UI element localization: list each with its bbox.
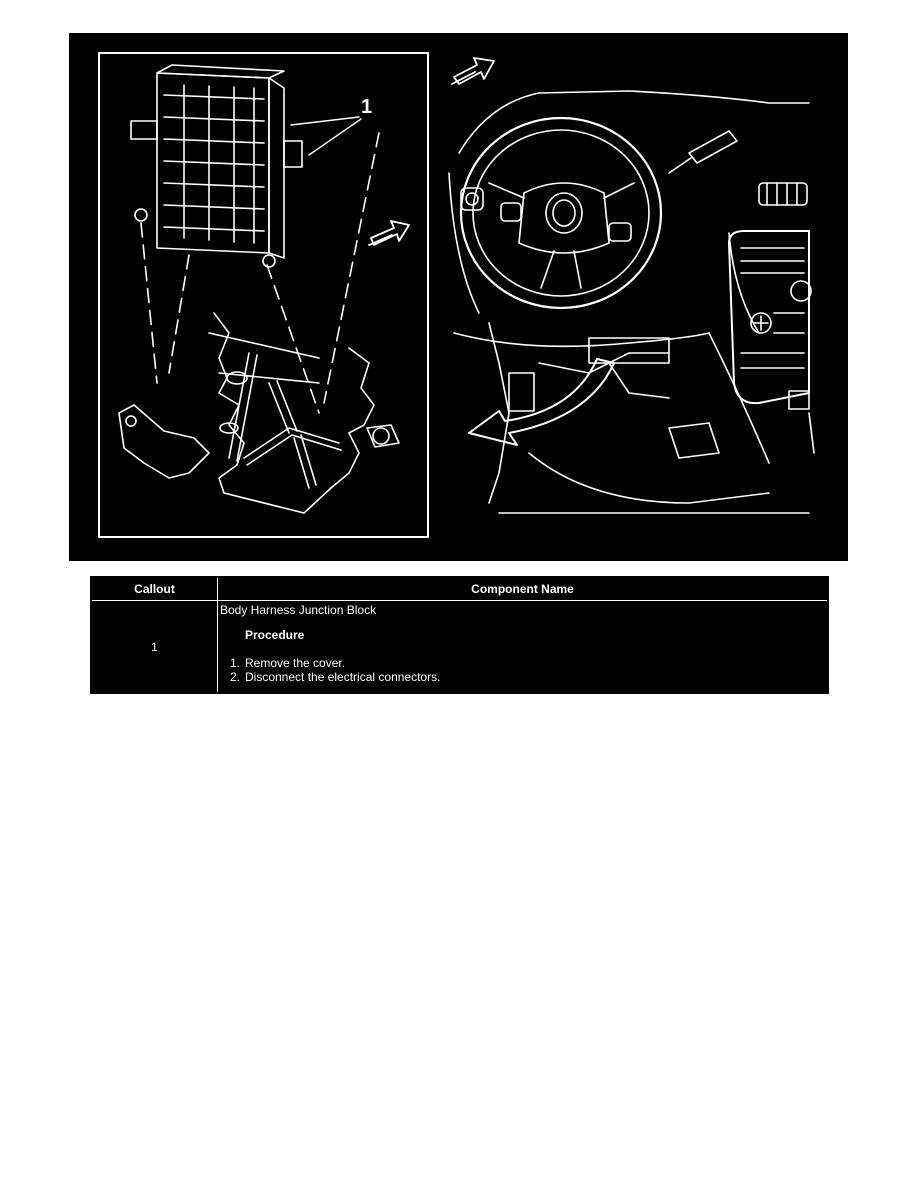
callout-number-cell: 1 [90, 600, 218, 694]
procedure-step: 1. Remove the cover. [220, 656, 823, 670]
procedure-step: 2. Disconnect the electrical connectors. [220, 670, 823, 684]
component-name: Body Harness Junction Block [220, 603, 377, 617]
callout-1-label: 1 [361, 96, 372, 118]
procedure-heading: Procedure [245, 628, 305, 642]
mounting-bracket-drawing [118, 312, 400, 514]
step-text: Remove the cover. [245, 656, 346, 670]
table-header-row: Callout Component Name [90, 576, 829, 601]
direction-arrows [368, 57, 495, 246]
junction-block-drawing [130, 64, 380, 414]
table-row: 1 Body Harness Junction Block Procedure … [90, 600, 829, 694]
callout-table: Callout Component Name 1 Body Harness Ju… [90, 576, 829, 694]
inset-frame [98, 52, 429, 538]
steering-wheel-drawing [459, 116, 738, 310]
step-text: Disconnect the electrical connectors. [245, 670, 441, 684]
callout-1-marker: 1 [290, 96, 372, 156]
component-column-header: Component Name [217, 576, 829, 601]
procedure-steps: 1. Remove the cover. 2. Disconnect the ele… [220, 656, 823, 684]
dashboard-drawing [448, 90, 815, 514]
component-illustration: 1 [69, 33, 848, 561]
component-cell: Body Harness Junction Block Procedure 1.… [217, 600, 829, 694]
callout-column-header: Callout [90, 576, 218, 601]
removal-arrow [468, 358, 615, 446]
step-number: 2. [230, 670, 241, 684]
illustration-svg: 1 [98, 52, 815, 538]
step-number: 1. [230, 656, 241, 670]
